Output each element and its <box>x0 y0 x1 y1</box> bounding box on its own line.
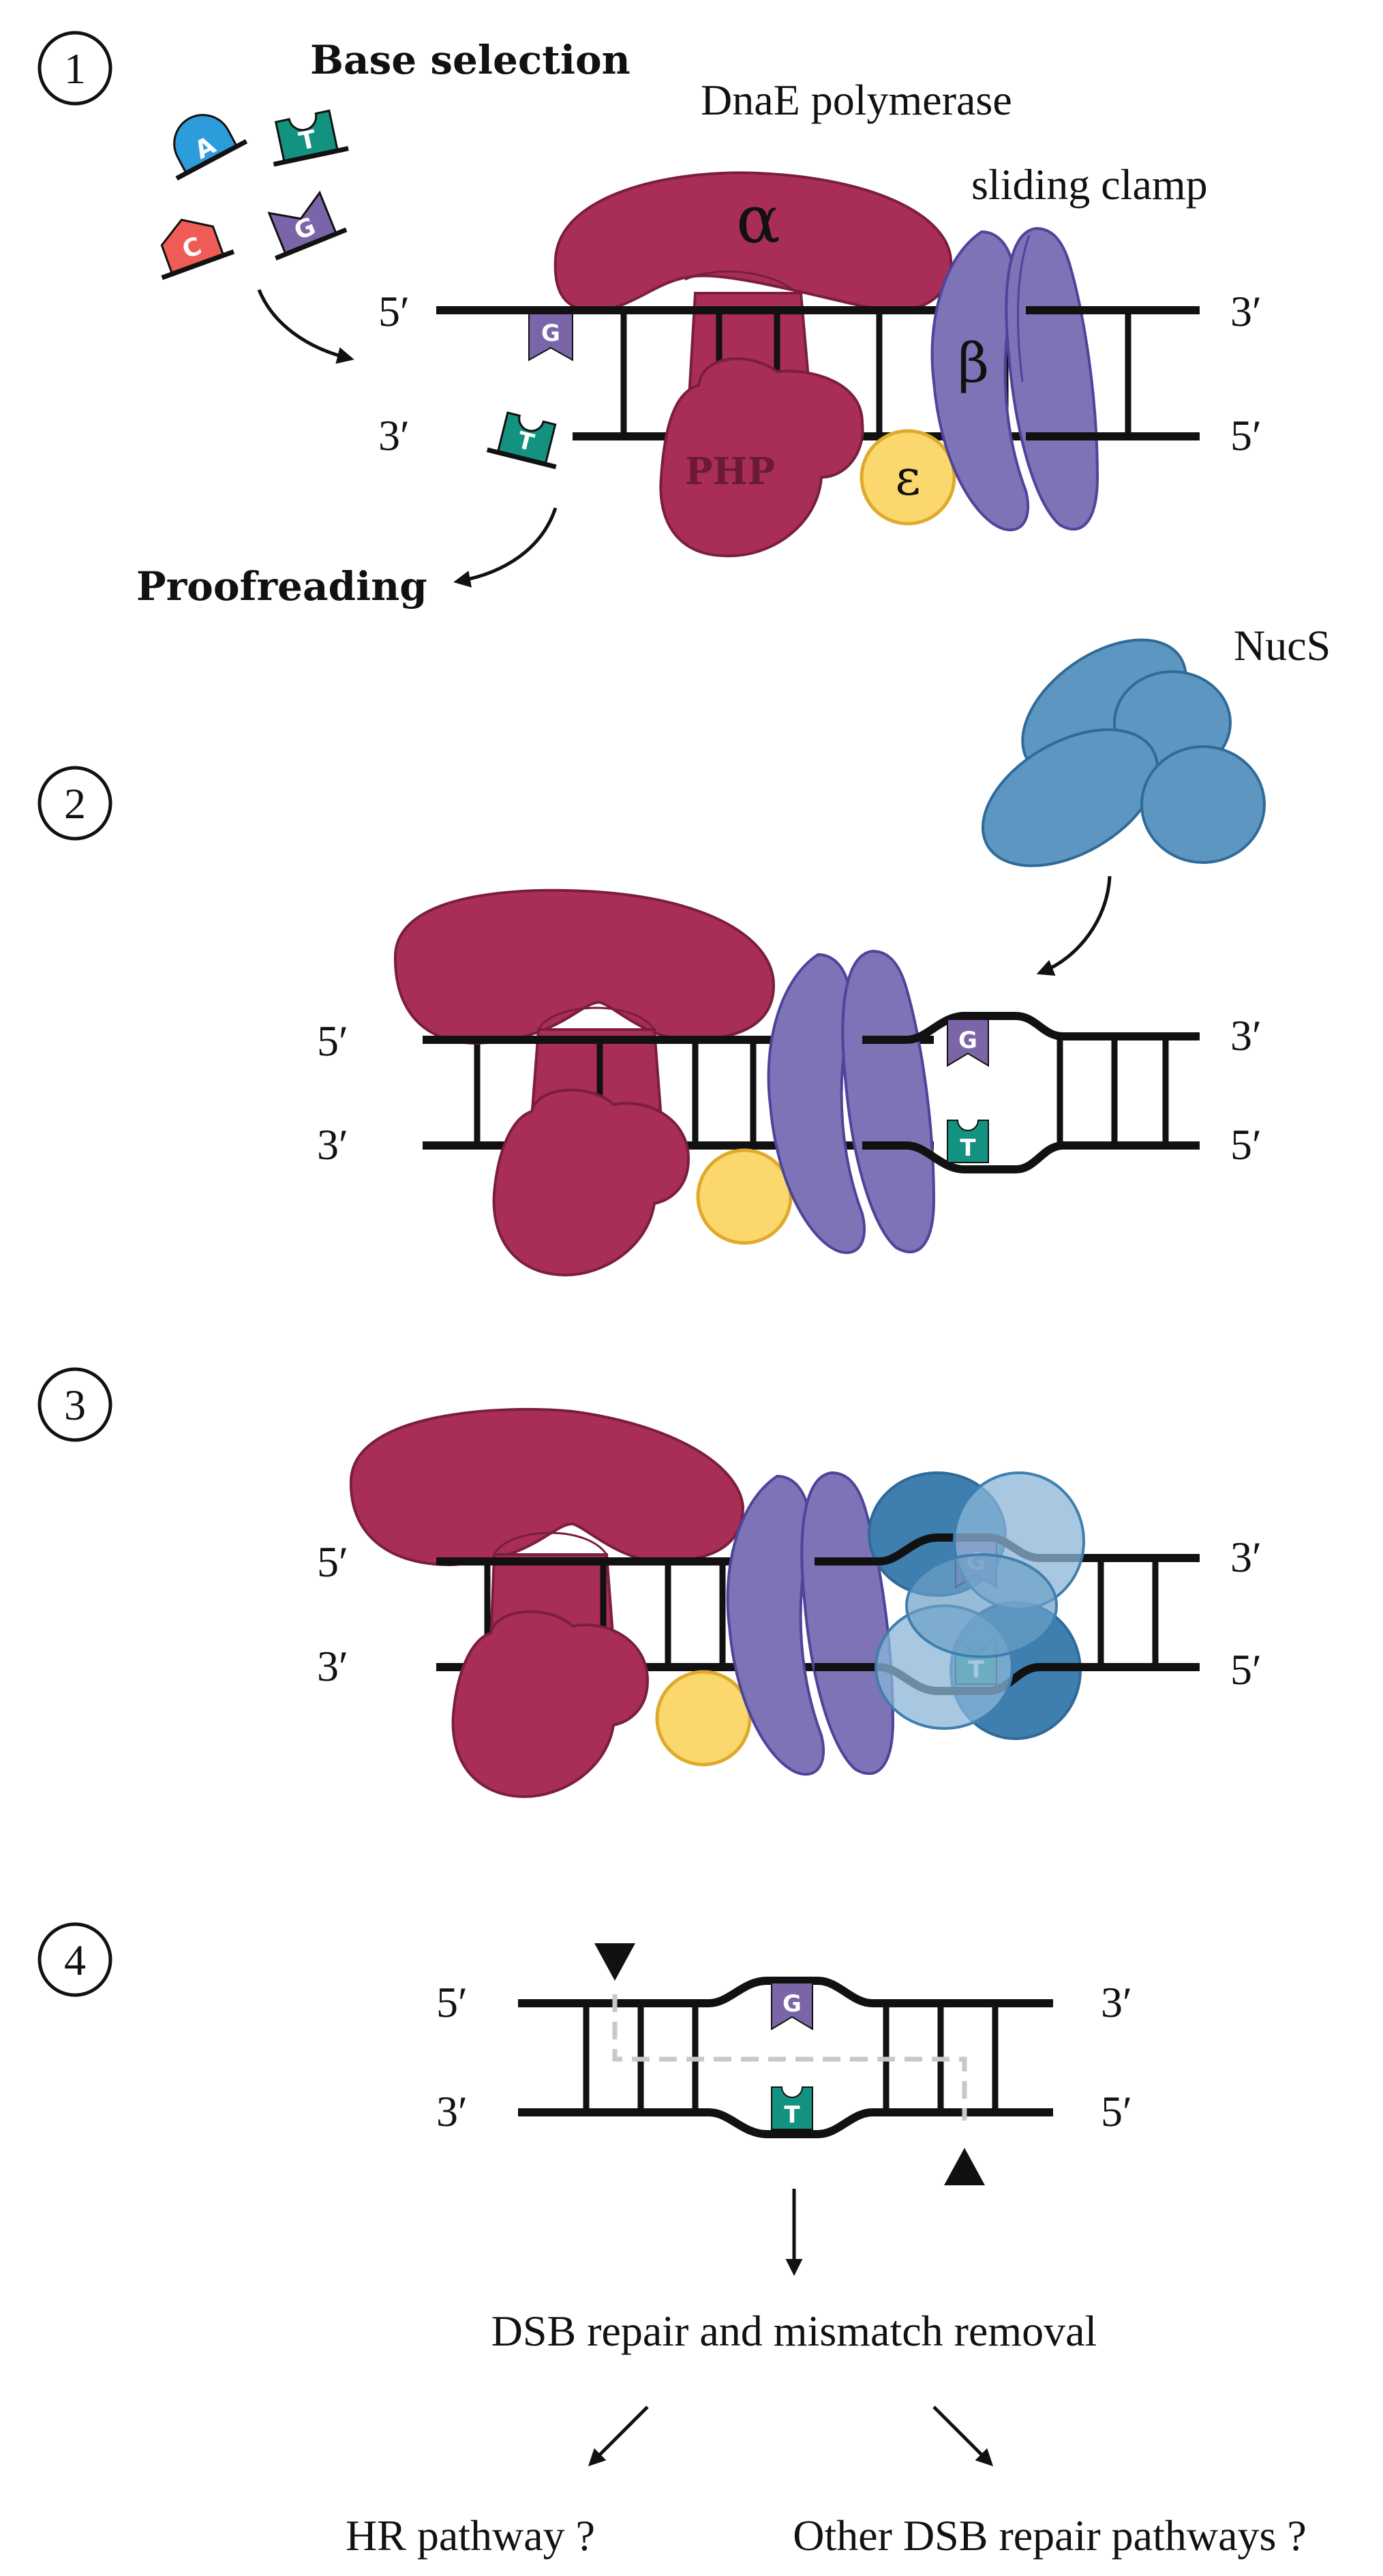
nucleotide-t-icon: T <box>273 109 349 167</box>
panel-4: G T 5′ 3′ 3′ 5′ DSB repair and mismatch … <box>346 1943 1307 2560</box>
svg-text:G: G <box>782 1990 802 2018</box>
mismatch-t-icon-4: T <box>771 2086 813 2130</box>
panel-1: Base selection DnaE polymerase sliding c… <box>136 37 1262 610</box>
dna-top-strand-4 <box>518 1977 1053 2007</box>
p2-top-5prime: 5′ <box>317 1017 348 1065</box>
incorporation-arrow <box>257 289 354 364</box>
dnae-polymerase-label: DnaE polymerase <box>701 76 1012 124</box>
dna-bottom-strand-4 <box>518 2108 1053 2138</box>
alpha-subunit-2 <box>393 888 776 1045</box>
step-3-marker: 3 <box>37 1367 112 1442</box>
php-domain <box>659 357 864 558</box>
epsilon-subunit-2 <box>696 1148 793 1245</box>
p2-bottom-5prime: 5′ <box>1230 1120 1262 1169</box>
hr-pathway-label: HR pathway ? <box>346 2511 595 2560</box>
proofreading-label: Proofreading <box>136 563 427 610</box>
php-label: PHP <box>685 449 775 493</box>
step-2-number: 2 <box>64 779 86 828</box>
p1-bottom-5prime: 5′ <box>1230 411 1262 460</box>
cleavage-path <box>612 1994 967 2121</box>
proofreading-arrow <box>453 507 558 588</box>
beta-clamp-2 <box>767 949 936 1255</box>
alpha-subunit-3 <box>349 1407 745 1567</box>
epsilon-label: ε <box>895 449 920 506</box>
svg-text:T: T <box>784 2101 800 2129</box>
mismatch-g-icon-4: G <box>771 1982 813 2031</box>
panel-3: G T 5′ 3′ 3′ 5′ <box>317 1407 1262 1799</box>
right-branch-arrow <box>932 2406 994 2467</box>
svg-text:G: G <box>958 1027 977 1054</box>
epsilon-subunit <box>860 429 956 526</box>
left-branch-arrow <box>588 2406 649 2467</box>
p1-top-3prime: 3′ <box>1230 287 1262 335</box>
svg-text:G: G <box>541 320 560 347</box>
panel-2: NucS <box>317 621 1331 1277</box>
php-domain-3 <box>451 1610 650 1799</box>
p4-top-3prime: 3′ <box>1101 1978 1132 2026</box>
p1-top-5prime: 5′ <box>378 287 410 335</box>
p4-bottom-3prime: 3′ <box>436 2087 468 2136</box>
step-3-number: 3 <box>64 1381 86 1429</box>
nucleotide-g-icon: G <box>267 190 348 261</box>
step-1-marker: 1 <box>37 31 112 106</box>
p3-top-5prime: 5′ <box>317 1538 348 1586</box>
dna-bottom-strand-2 <box>862 1141 1200 1173</box>
nick-arrow-bottom-icon <box>944 2148 985 2185</box>
p3-top-3prime: 3′ <box>1230 1533 1262 1581</box>
p4-top-5prime: 5′ <box>436 1978 468 2026</box>
ejected-t-icon: T <box>486 411 557 470</box>
outcome-label: DSB repair and mismatch removal <box>491 2307 1097 2355</box>
nick-arrow-top-icon <box>594 1943 635 1981</box>
other-pathways-label: Other DSB repair pathways ? <box>793 2511 1307 2560</box>
step-4-marker: 4 <box>37 1922 112 1997</box>
p2-top-3prime: 3′ <box>1230 1011 1262 1060</box>
step-4-number: 4 <box>64 1936 86 1984</box>
sliding-clamp-label: sliding clamp <box>971 160 1208 209</box>
mismatch-g-icon-2: G <box>947 1019 989 1067</box>
nucleotide-c-icon: C <box>160 218 235 280</box>
nucs-bound-front <box>875 1471 1085 1730</box>
mismatch-t-icon-2: T <box>947 1120 989 1163</box>
nucleotide-a-icon: A <box>173 114 248 181</box>
nucs-binding-arrow <box>1036 875 1112 976</box>
nucs-protein <box>982 638 1266 867</box>
p4-bottom-5prime: 5′ <box>1101 2087 1132 2136</box>
beta-clamp-3 <box>726 1471 895 1776</box>
incorporated-g-icon: G <box>528 313 573 361</box>
alpha-label: α <box>736 181 780 258</box>
dna-top-strand-2 <box>862 1012 1200 1044</box>
php-domain-2 <box>492 1088 690 1277</box>
step-1-number: 1 <box>64 44 86 93</box>
nucs-label: NucS <box>1234 621 1331 670</box>
beta-label: β <box>958 331 989 395</box>
beta-clamp <box>930 226 1099 532</box>
p2-bottom-3prime: 3′ <box>317 1120 348 1169</box>
p1-bottom-3prime: 3′ <box>378 411 410 460</box>
base-selection-label: Base selection <box>310 37 630 83</box>
p3-bottom-3prime: 3′ <box>317 1642 348 1690</box>
p3-bottom-5prime: 5′ <box>1230 1645 1262 1694</box>
step-2-marker: 2 <box>37 766 112 841</box>
epsilon-subunit-3 <box>655 1670 752 1767</box>
svg-text:T: T <box>960 1135 976 1162</box>
